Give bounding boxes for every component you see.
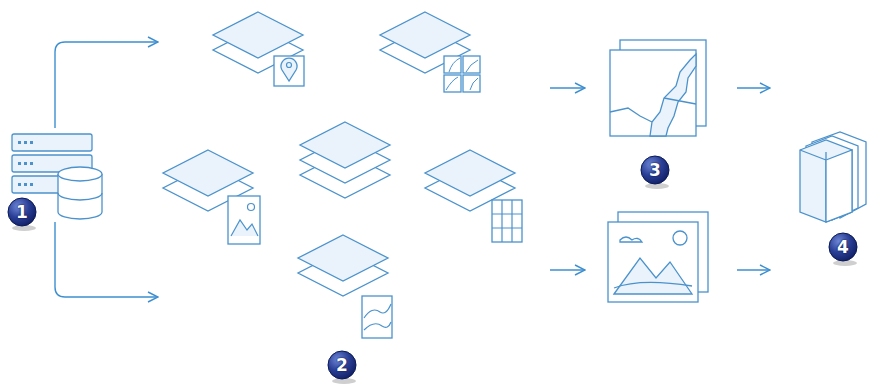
elevation-layer-icon bbox=[298, 235, 392, 338]
raster-layer-icon bbox=[425, 150, 522, 242]
callout-number: 4 bbox=[829, 233, 857, 261]
layer-stack-icon bbox=[300, 122, 390, 198]
flow-arrow bbox=[55, 42, 158, 297]
callout-number: 1 bbox=[8, 198, 36, 226]
callout-number: 3 bbox=[641, 156, 669, 184]
callout-number: 2 bbox=[328, 351, 356, 379]
image-icon bbox=[608, 212, 708, 302]
callout-ball bbox=[8, 156, 857, 384]
map-icon bbox=[610, 40, 706, 136]
imagery-layer-icon bbox=[163, 150, 260, 244]
package-icon bbox=[800, 132, 866, 222]
feature-layer-icon bbox=[213, 12, 304, 86]
tile-layer-icon bbox=[380, 12, 480, 92]
